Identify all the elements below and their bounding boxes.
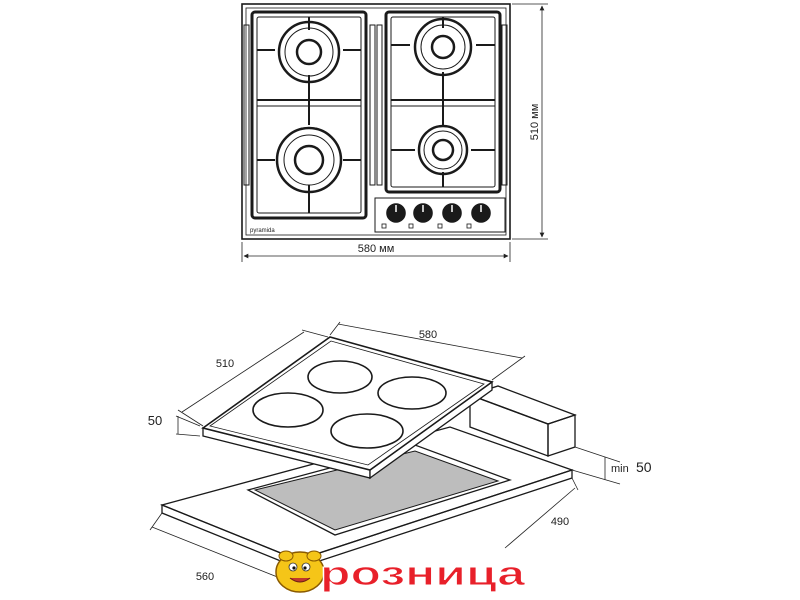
right-rail — [501, 24, 508, 186]
burner-top-left — [277, 20, 341, 84]
right-grate — [384, 10, 502, 194]
middle-rail-left — [369, 24, 376, 186]
width-dimension-label: 580 мм — [358, 243, 395, 255]
top-dimensions — [241, 3, 548, 262]
burner-bottom-right — [417, 124, 469, 176]
knob-2[interactable] — [413, 203, 433, 223]
left-rail — [243, 24, 250, 186]
cooking-zone-1 — [307, 360, 373, 394]
install-dimensions — [149, 321, 621, 583]
cooking-zone-2 — [377, 376, 447, 410]
control-panel — [374, 197, 506, 233]
hob-inner-outline — [245, 7, 507, 236]
brand-label: pyramida — [250, 228, 275, 234]
logo-text: розница — [320, 555, 527, 593]
knob-4[interactable] — [471, 203, 491, 223]
burner-top-right — [413, 17, 473, 77]
hob-panel — [201, 336, 494, 480]
hob-width-label: 580 — [419, 329, 437, 341]
knob-1[interactable] — [386, 203, 406, 223]
logo-mascot-icon — [275, 550, 325, 593]
clearance-box — [468, 385, 577, 457]
cooking-zones — [252, 360, 447, 449]
hob-depth-label: 510 — [216, 358, 234, 370]
height-dimension-label: 510 мм — [529, 104, 541, 141]
middle-rail-right — [376, 24, 383, 186]
knob-3[interactable] — [442, 203, 462, 223]
hob-top-view — [241, 3, 511, 240]
hob-height-label: 50 — [148, 413, 162, 428]
min-value-label: 50 — [636, 459, 652, 475]
burner-bottom-left — [275, 126, 343, 194]
cutout-width-label: 560 — [196, 571, 214, 583]
left-grate — [250, 10, 368, 220]
cutout-depth-label: 490 — [551, 516, 569, 528]
min-label: min — [611, 463, 629, 475]
roznitsa-logo: розница — [275, 550, 527, 594]
cooking-zone-3 — [252, 392, 324, 428]
knob-row — [381, 203, 491, 229]
hob-outline — [241, 3, 511, 240]
cooking-zone-4 — [330, 413, 404, 449]
